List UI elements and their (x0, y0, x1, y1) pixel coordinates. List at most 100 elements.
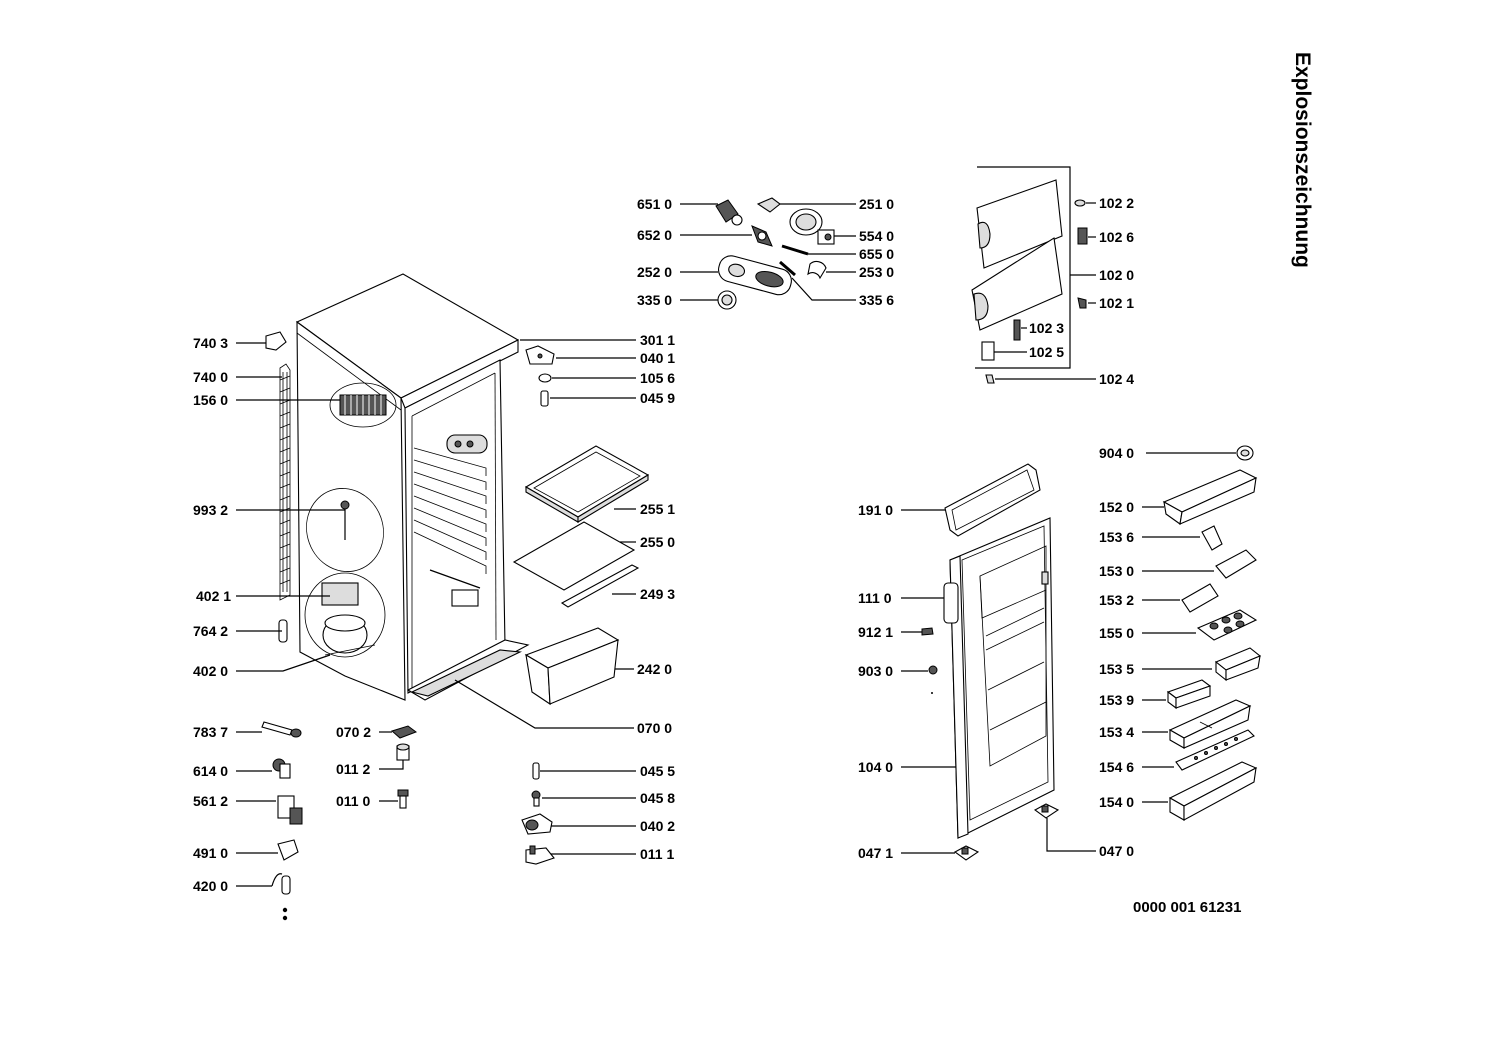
callout-904-0: 904 0 (1099, 445, 1254, 461)
callout-105-6: 105 6 (538, 370, 675, 386)
part-label-255-1: 255 1 (640, 501, 675, 517)
callout-335-6: 335 6 (779, 260, 894, 308)
part-label-903-0: 903 0 (858, 663, 893, 679)
vegetable-drawer-icon (524, 627, 620, 706)
callout-764-2: 764 2 (193, 623, 282, 639)
part-label-111-0: 111 0 (858, 590, 892, 606)
small-box-icon (1214, 647, 1262, 682)
callout-912-1: 912 1 (858, 624, 934, 640)
handle-strip-icon (1013, 319, 1021, 341)
part-label-652-0: 652 0 (637, 227, 672, 243)
part-label-102-2: 102 2 (1099, 195, 1134, 211)
pin-icon (540, 390, 549, 407)
part-label-045-9: 045 9 (640, 390, 675, 406)
glass-shelf-framed-icon (524, 445, 650, 523)
callout-153-0: 153 0 (1099, 549, 1257, 579)
callout-111-0: 111 0 (858, 590, 944, 606)
part-label-105-6: 105 6 (640, 370, 675, 386)
callout-252-0: 252 0 (637, 255, 792, 296)
part-label-040-2: 040 2 (640, 818, 675, 834)
egg-holder-cap-icon (1215, 549, 1257, 579)
part-label-102-4: 102 4 (1099, 371, 1134, 387)
part-label-104-0: 104 0 (858, 759, 893, 775)
plug-icon (928, 665, 938, 675)
callout-652-0: 652 0 (637, 225, 773, 247)
callout-102-3: 102 3 (1013, 319, 1064, 341)
part-label-491-0: 491 0 (193, 845, 228, 861)
divider-icon (1201, 525, 1223, 551)
freezer-door-assembly (971, 166, 1096, 369)
cup-insert-icon (1166, 679, 1212, 710)
callout-040-1: 040 1 (525, 345, 675, 366)
part-label-156-0: 156 0 (193, 392, 228, 408)
part-label-335-6: 335 6 (859, 292, 894, 308)
screwdriver-tool-icon (261, 721, 293, 736)
part-label-614-0: 614 0 (193, 763, 228, 779)
part-label-993-2: 993 2 (193, 502, 228, 518)
drawing-number: 0000 001 61231 (1133, 899, 1241, 916)
callout-491-0: 491 0 (193, 839, 299, 861)
part-label-253-0: 253 0 (859, 264, 894, 280)
part-label-904-0: 904 0 (1099, 445, 1134, 461)
callout-040-2: 040 2 (521, 813, 675, 835)
part-label-301-1: 301 1 (640, 332, 675, 348)
callout-154-0: 154 0 (1099, 761, 1258, 821)
washer-icon (538, 373, 552, 383)
egg-tray-icon (1196, 609, 1258, 641)
callout-102-4: 102 4 (985, 371, 1134, 387)
part-label-191-0: 191 0 (858, 502, 893, 518)
callout-070-2: 070 2 (336, 724, 418, 740)
door-shelf-divided-icon (1168, 699, 1252, 749)
evaporator-grille-icon (339, 394, 387, 416)
callout-011-1: 011 1 (525, 845, 674, 865)
part-label-047-1: 047 1 (858, 845, 893, 861)
callout-651-0: 651 0 (637, 196, 743, 226)
callout-153-9: 153 9 (1099, 679, 1212, 710)
part-label-655-0: 655 0 (859, 246, 894, 262)
callout-011-0: 011 0 (336, 789, 409, 809)
callout-614-0: 614 0 (193, 758, 291, 779)
hinge-pin-icon (532, 762, 540, 780)
part-label-242-0: 242 0 (637, 661, 672, 677)
callout-740-3: 740 3 (193, 331, 287, 351)
callout-255-0: 255 0 (512, 521, 675, 591)
callout-102-0: 102 0 (1099, 267, 1134, 283)
part-label-070-0: 070 0 (637, 720, 672, 736)
part-label-153-0: 153 0 (1099, 563, 1134, 579)
callout-104-0: 104 0 (858, 759, 956, 775)
bottle-retainer-icon (1175, 729, 1255, 771)
callout-251-0: 251 0 (756, 196, 894, 213)
callout-253-0: 253 0 (807, 260, 894, 280)
part-label-252-0: 252 0 (637, 264, 672, 280)
callout-191-0: 191 0 (858, 502, 945, 518)
part-label-070-2: 070 2 (336, 724, 371, 740)
part-label-045-8: 045 8 (640, 790, 675, 806)
relay-box-icon (321, 582, 359, 606)
callout-420-0: 420 0 (193, 873, 291, 921)
screw-icon (397, 789, 409, 797)
part-label-011-2: 011 2 (336, 761, 370, 777)
part-label-561-2: 561 2 (193, 793, 228, 809)
part-label-249-3: 249 3 (640, 586, 675, 602)
part-label-651-0: 651 0 (637, 196, 672, 212)
part-label-554-0: 554 0 (859, 228, 894, 244)
part-label-402-0: 402 0 (193, 663, 228, 679)
lamp-holder-icon (715, 199, 739, 223)
callout-011-2: 011 2 (336, 743, 410, 777)
callout-242-0: 242 0 (524, 627, 672, 706)
screw-small-icon (921, 627, 934, 636)
small-clip-icon (985, 374, 995, 384)
callout-402-1: 402 1 (196, 588, 330, 604)
crisper-icon (451, 589, 479, 607)
part-label-335-0: 335 0 (637, 292, 672, 308)
callout-335-0: 335 0 (637, 290, 737, 310)
part-label-402-1: 402 1 (196, 588, 231, 604)
part-label-155-0: 155 0 (1099, 625, 1134, 641)
callout-070-0: 070 0 (454, 679, 672, 736)
callout-102-5: 102 5 (981, 341, 1064, 361)
cabinet-shelves (413, 447, 487, 574)
callout-045-9: 045 9 (540, 390, 675, 407)
callout-655-0: 655 0 (781, 244, 894, 262)
glass-shelf-icon (512, 521, 636, 591)
callout-154-6: 154 6 (1099, 729, 1255, 775)
